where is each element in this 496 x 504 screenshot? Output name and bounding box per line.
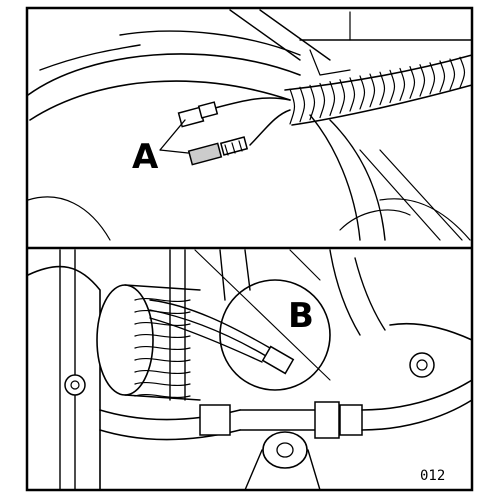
conduit-rib: [309, 84, 316, 121]
conduit-rib: [349, 77, 356, 112]
figure-number: 012: [420, 468, 445, 484]
conduit-rib: [419, 64, 426, 97]
callout-b-label: B: [288, 296, 314, 336]
conduit-rib: [449, 58, 456, 91]
corrugated-conduit: [284, 54, 473, 126]
callout-b-circle: [219, 279, 331, 391]
upper-panel: A: [27, 9, 473, 241]
lower-panel: B: [27, 249, 473, 491]
callout-a-label: A: [132, 137, 159, 177]
conduit-rib: [319, 82, 326, 119]
conduit-rib: [289, 88, 296, 125]
conduit-rib: [439, 60, 446, 93]
conduit-rib: [399, 67, 406, 102]
conduit-rib: [329, 80, 336, 116]
wire-connectors: [177, 97, 291, 166]
conduit-rib: [339, 79, 346, 114]
conduit-rib: [379, 71, 386, 106]
callout-a-leader: [159, 119, 189, 154]
conduit-rib: [429, 62, 436, 95]
conduit-rib: [359, 75, 366, 110]
conduit-rib: [369, 73, 376, 108]
conduit-rib: [389, 69, 396, 104]
conduit-rib: [459, 56, 466, 89]
conduit-rib: [299, 86, 306, 123]
conduit-rib: [409, 66, 416, 99]
